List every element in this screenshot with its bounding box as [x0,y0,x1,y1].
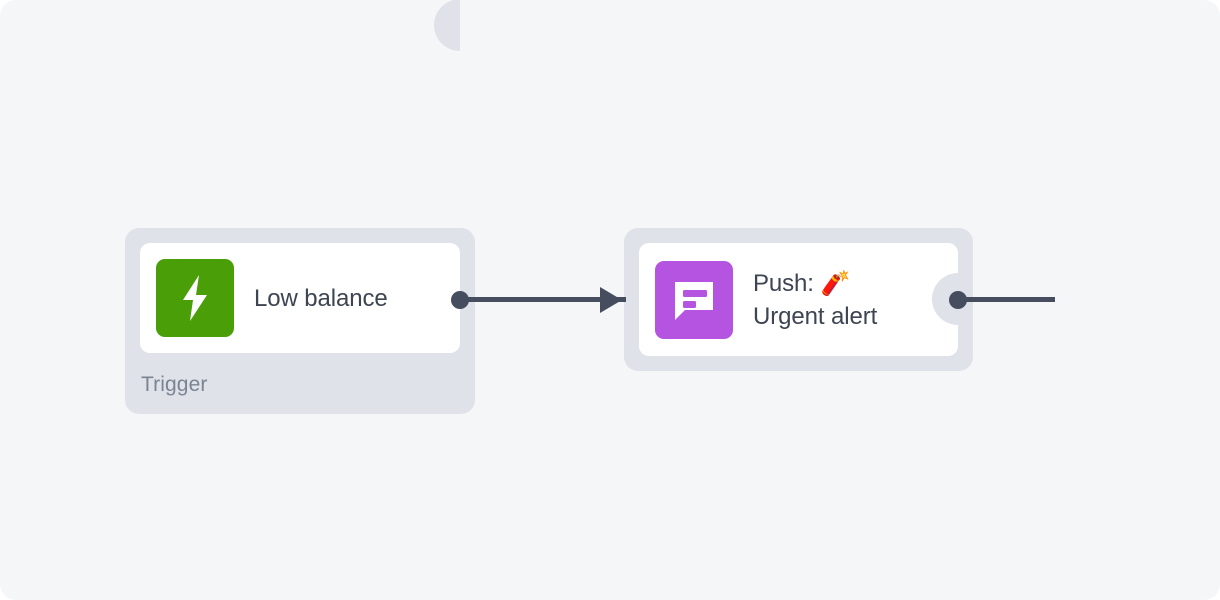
connector-trigger-to-push [464,297,602,302]
workflow-node-trigger[interactable]: Low balance Trigger [125,0,475,414]
connector-push-to-next [962,297,1055,302]
speech-bubble-icon [655,260,733,339]
trigger-node-sublabel: Trigger [141,373,208,396]
trigger-node-label: Low balance [254,284,388,312]
push-output-port[interactable] [949,291,967,309]
trigger-card-port-notch [434,0,460,51]
trigger-node-card[interactable]: Low balance [140,243,460,353]
push-node-card[interactable]: Push: 🧨 Urgent alert [639,243,958,356]
connector-arrow-head-icon [600,287,622,313]
workflow-node-push[interactable]: Push: 🧨 Urgent alert [624,228,973,371]
push-node-label: Push: 🧨 Urgent alert [753,269,878,330]
lightning-bolt-icon [156,259,234,337]
push-input-stub [616,297,626,302]
trigger-output-port[interactable] [451,291,469,309]
